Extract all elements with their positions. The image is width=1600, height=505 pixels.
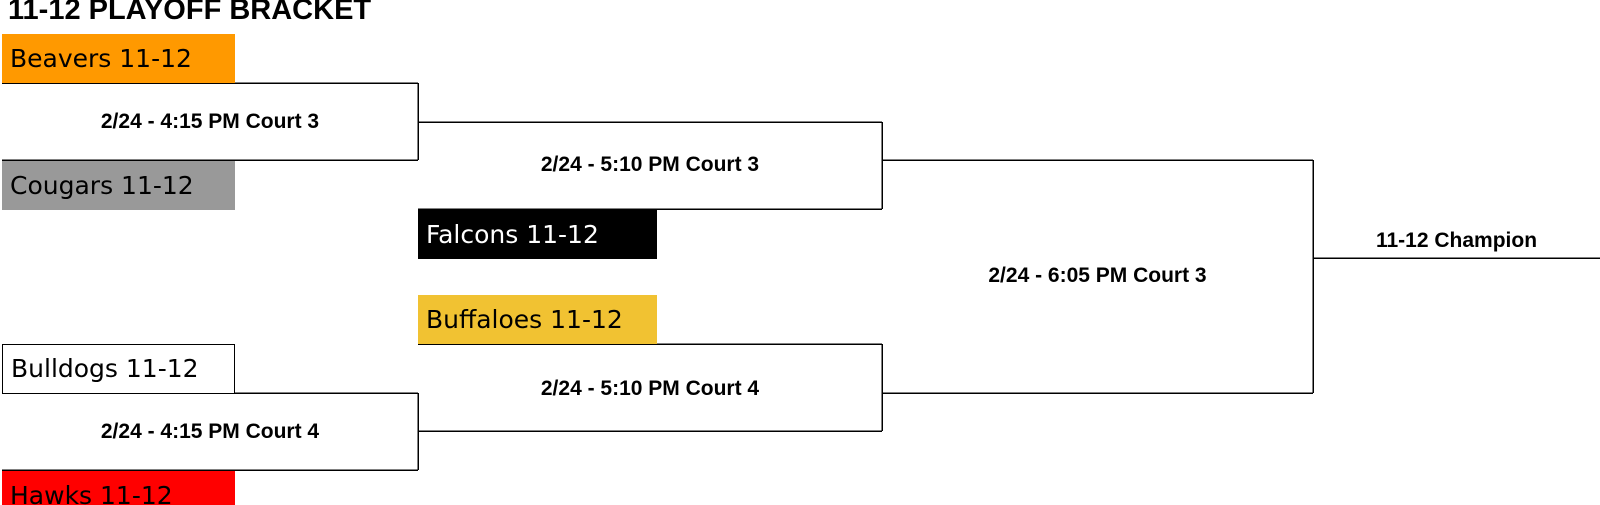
- team-cougars: Cougars 11-12: [2, 161, 235, 210]
- team-name: Beavers 11-12: [10, 44, 192, 73]
- team-hawks: Hawks 11-12: [2, 471, 235, 505]
- game-label-2: 2/24 - 5:10 PM Court 3: [540, 153, 760, 176]
- game-label-3: 2/24 - 6:05 PM Court 3: [988, 264, 1207, 287]
- team-falcons: Falcons 11-12: [418, 210, 657, 259]
- team-name: Hawks 11-12: [10, 481, 173, 505]
- team-bulldogs: Bulldogs 11-12: [2, 344, 235, 393]
- team-name: Bulldogs 11-12: [11, 354, 199, 383]
- team-beavers: Beavers 11-12: [2, 34, 235, 83]
- game-label-5: 2/24 - 4:15 PM Court 4: [100, 420, 320, 443]
- game-label-1: 2/24 - 4:15 PM Court 3: [100, 110, 320, 133]
- team-name: Cougars 11-12: [10, 171, 194, 200]
- game-label-4: 2/24 - 5:10 PM Court 4: [540, 377, 760, 400]
- champion-label: 11-12 Champion: [1375, 229, 1538, 252]
- team-name: Falcons 11-12: [426, 220, 599, 249]
- bracket-title: 11-12 PLAYOFF BRACKET: [8, 0, 372, 26]
- team-name: Buffaloes 11-12: [426, 305, 623, 334]
- team-buffaloes: Buffaloes 11-12: [418, 295, 657, 344]
